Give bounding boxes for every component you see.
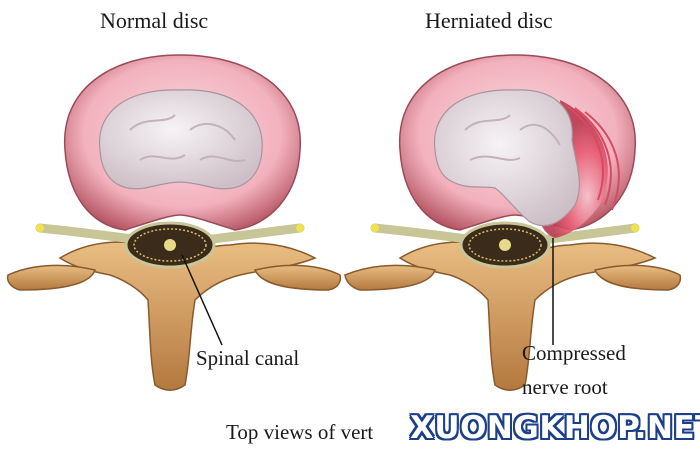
label-spinal-canal: Spinal canal [196,346,300,370]
tear-streaks [564,104,620,211]
herniated-disc-group [344,54,682,391]
vertebra-wing-right-a [344,264,436,291]
nucleus-texture-left [129,114,246,163]
figure-caption: Top views of vert [226,420,374,444]
nerve-root-compressed [535,223,640,245]
label-nerve-root: nerve root [522,375,608,399]
cord-center-left [164,239,176,251]
normal-disc-group [6,54,342,391]
title-normal-disc: Normal disc [100,8,209,33]
nerve-tip-left [36,224,44,232]
nucleus-right [433,89,580,227]
vertebra-wing-right-b [593,264,682,291]
nerve-tip-right-a [371,224,379,232]
cauda-fibers-left [133,228,207,262]
nerve-root-right [200,223,305,245]
nerve-tip-right [296,224,304,232]
vertebra-wing-left-a [6,264,96,291]
title-herniated-disc: Herniated disc [425,8,553,33]
cord-center-right [499,239,511,251]
pointer-spinal-canal [181,254,223,346]
watermark: XUONGKHOP.NET [410,410,700,446]
label-compressed: Compressed [522,341,626,365]
nerve-tip-right-b [631,224,639,232]
nucleus-texture-right [464,114,561,161]
cauda-fibers-right [468,228,542,262]
vertebra-wing-left-b [253,264,342,291]
nucleus-left [98,89,263,190]
